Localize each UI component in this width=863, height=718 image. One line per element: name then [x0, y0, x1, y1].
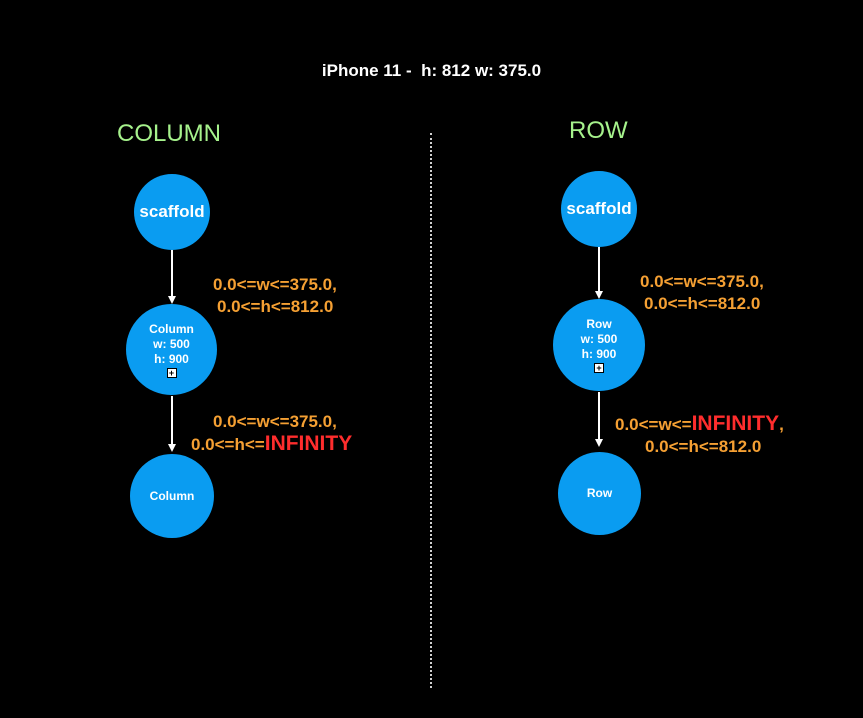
column-edge-1: [171, 250, 173, 297]
node-width: w: 500: [153, 336, 190, 351]
constraint-line: 0.0<=w<=375.0,: [213, 412, 337, 431]
node-label: scaffold: [139, 202, 205, 221]
node-height: h: 900: [581, 347, 617, 361]
constraint-line: 0.0<=w<=375.0,: [213, 275, 337, 294]
constraint-prefix: 0.0<=w<=: [615, 415, 692, 434]
node-label: Column: [149, 321, 194, 336]
constraint-suffix: ,: [779, 415, 784, 434]
constraint-line: 0.0<=h<=812.0: [644, 294, 761, 313]
column-scaffold-node: scaffold: [134, 174, 210, 250]
constraint-line: 0.0<=w<=375.0,: [640, 272, 764, 291]
row-leaf-node: Row: [558, 452, 641, 535]
section-divider: [430, 133, 432, 688]
column-section-label: COLUMN: [117, 120, 222, 147]
column-constraint-2: 0.0<=w<=375.0, 0.0<=h<=INFINITY: [191, 411, 352, 456]
row-arrowhead-2: [595, 439, 603, 447]
expand-icon[interactable]: +: [594, 363, 604, 373]
row-constraint-2: 0.0<=w<=INFINITY, 0.0<=h<=812.0: [615, 413, 784, 458]
constraint-line: 0.0<=h<=812.0: [217, 297, 334, 316]
expand-icon[interactable]: +: [166, 367, 177, 378]
column-leaf-node: Column: [130, 454, 214, 538]
constraint-line: 0.0<=h<=812.0: [645, 437, 762, 456]
row-middle-node: Row w: 500 h: 900 +: [553, 299, 645, 391]
column-arrowhead-2: [168, 444, 176, 452]
page-title: iPhone 11 - h: 812 w: 375.0: [321, 61, 542, 80]
node-height: h: 900: [154, 351, 189, 366]
infinity-label: INFINITY: [264, 432, 353, 455]
row-edge-1: [598, 247, 600, 292]
column-constraint-1: 0.0<=w<=375.0, 0.0<=h<=812.0: [213, 274, 337, 318]
constraint-line: 0.0<=w<=INFINITY,: [615, 413, 784, 436]
constraint-line: 0.0<=h<=INFINITY: [191, 433, 352, 456]
constraint-prefix: 0.0<=h<=: [191, 435, 265, 454]
infinity-label: INFINITY: [691, 412, 780, 435]
column-arrowhead-1: [168, 296, 176, 304]
node-label: Column: [149, 488, 195, 503]
row-edge-2: [598, 392, 600, 440]
row-scaffold-node: scaffold: [561, 171, 637, 247]
node-label: scaffold: [566, 199, 632, 218]
node-label: Row: [586, 486, 613, 500]
row-arrowhead-1: [595, 291, 603, 299]
node-label: Row: [586, 317, 612, 331]
column-edge-2: [171, 396, 173, 445]
node-width: w: 500: [580, 332, 618, 346]
row-section-label: ROW: [569, 117, 628, 144]
column-middle-node: Column w: 500 h: 900 +: [126, 304, 217, 395]
row-constraint-1: 0.0<=w<=375.0, 0.0<=h<=812.0: [640, 271, 764, 315]
